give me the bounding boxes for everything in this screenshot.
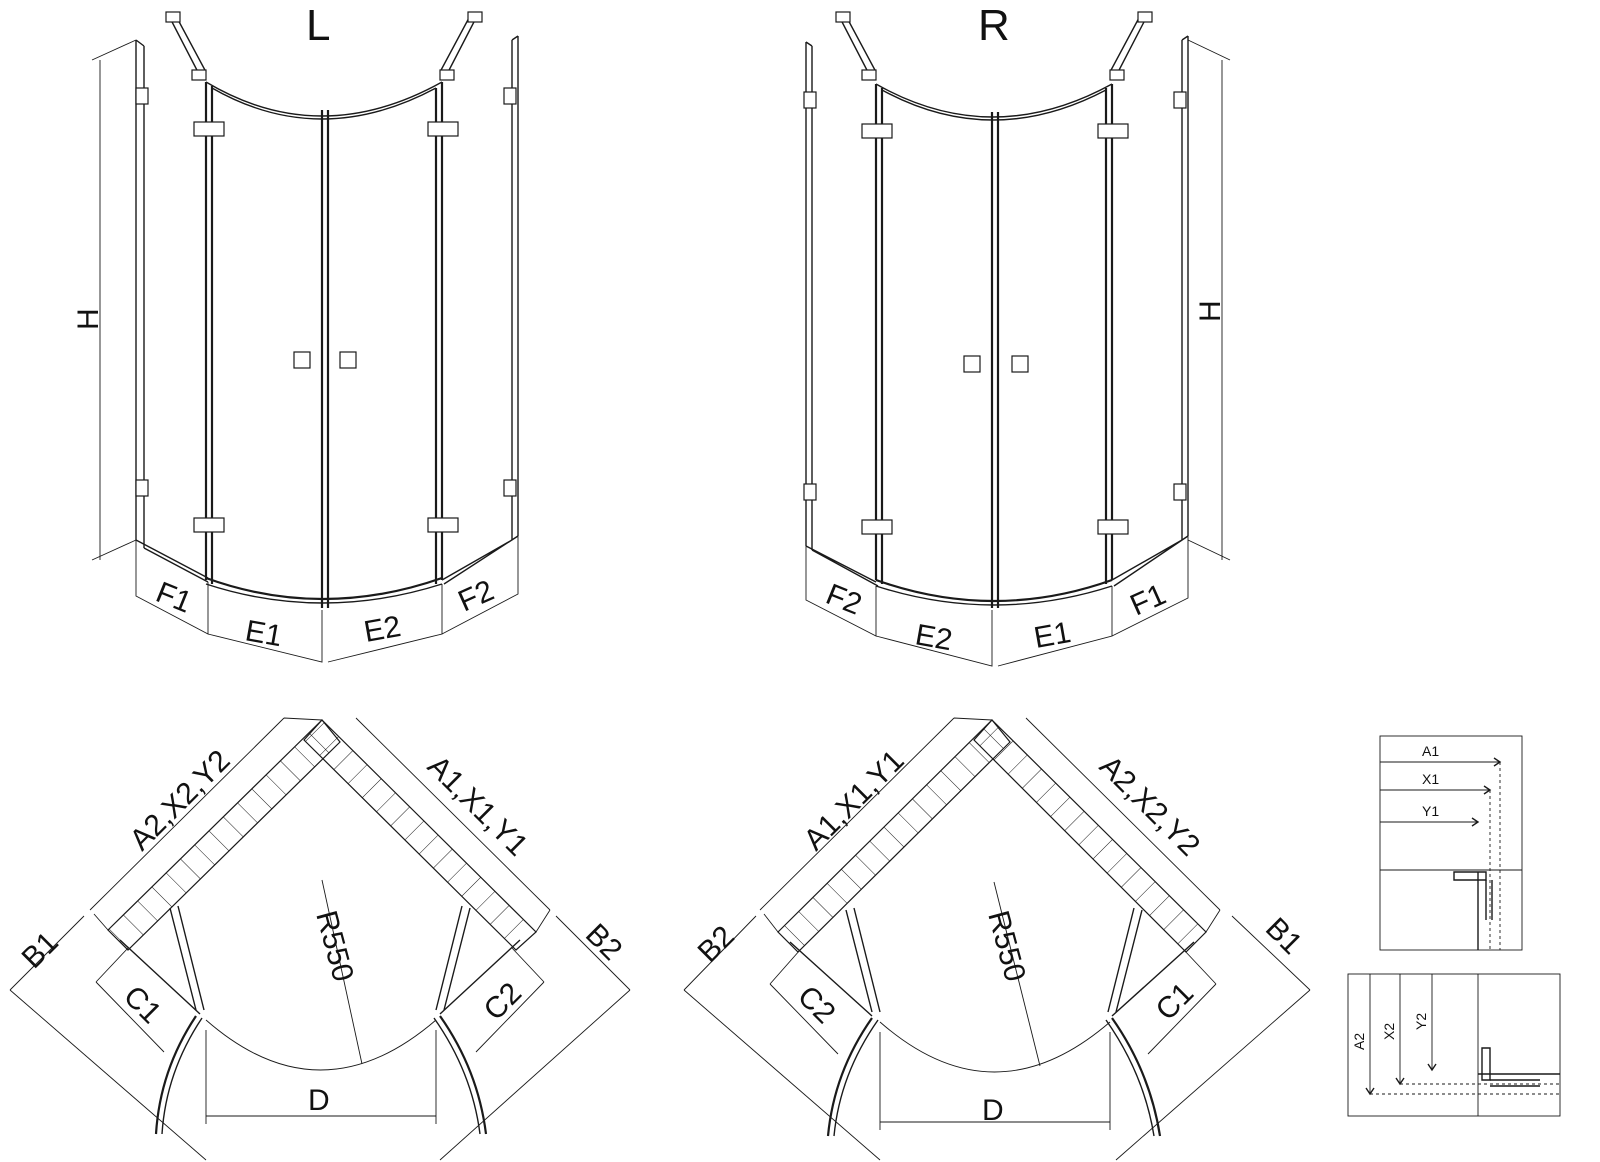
dim-e2-left: E2	[361, 610, 403, 649]
elevation-left: L	[72, 1, 519, 663]
dim-c1-left: C1	[117, 980, 167, 1030]
handle-icon	[963, 355, 981, 373]
dim-h-right: H	[1194, 300, 1227, 322]
plan-left: A2,X2,Y2 A1,X1,Y1 B1 B2 C1 C2 R550 D	[9, 717, 631, 1161]
dim-e1-left: E1	[243, 614, 285, 653]
dim-r550-right: R550	[981, 907, 1031, 985]
dim-f1-right: F1	[1125, 578, 1170, 622]
view-title-left: L	[306, 1, 330, 50]
detail-top: A1 X1 Y1	[1379, 735, 1523, 951]
dim-b1-right: B1	[1259, 912, 1308, 961]
dim-c2-left: C2	[478, 976, 528, 1026]
detail-y1: Y1	[1422, 803, 1439, 819]
detail-a1: A1	[1422, 743, 1439, 759]
dim-c1-right: C1	[1150, 976, 1200, 1026]
dim-e1-right: E1	[1031, 616, 1073, 655]
dim-f2-left: F2	[453, 574, 498, 618]
dim-d-right: D	[982, 1094, 1004, 1127]
dim-b1-left: B1	[16, 926, 65, 975]
elevation-right: R H F2 E2 E1 F	[803, 1, 1231, 667]
dim-c2-right: C2	[791, 980, 841, 1030]
view-title-right: R	[978, 1, 1010, 50]
dim-f2-right: F2	[821, 578, 866, 622]
dim-r550-left: R550	[309, 907, 359, 985]
handle-icon	[293, 351, 311, 369]
dim-h-left: H	[72, 308, 105, 330]
dim-e2-right: E2	[913, 618, 955, 657]
detail-bottom: A2 X2 Y2	[1347, 973, 1561, 1117]
dim-b2-right: B2	[692, 920, 741, 969]
dim-d-left: D	[308, 1084, 330, 1117]
detail-x2: X2	[1381, 1023, 1397, 1040]
handle-icon	[1011, 355, 1029, 373]
dim-b2-left: B2	[579, 918, 628, 967]
dim-f1-left: F1	[151, 576, 196, 620]
detail-x1: X1	[1422, 771, 1439, 787]
detail-a2: A2	[1351, 1033, 1367, 1050]
handle-icon	[339, 351, 357, 369]
plan-right: A1,X1,Y1 A2,X2,Y2 B2 B1 C2 C1 R550 D	[683, 717, 1311, 1161]
detail-y2: Y2	[1413, 1013, 1429, 1030]
